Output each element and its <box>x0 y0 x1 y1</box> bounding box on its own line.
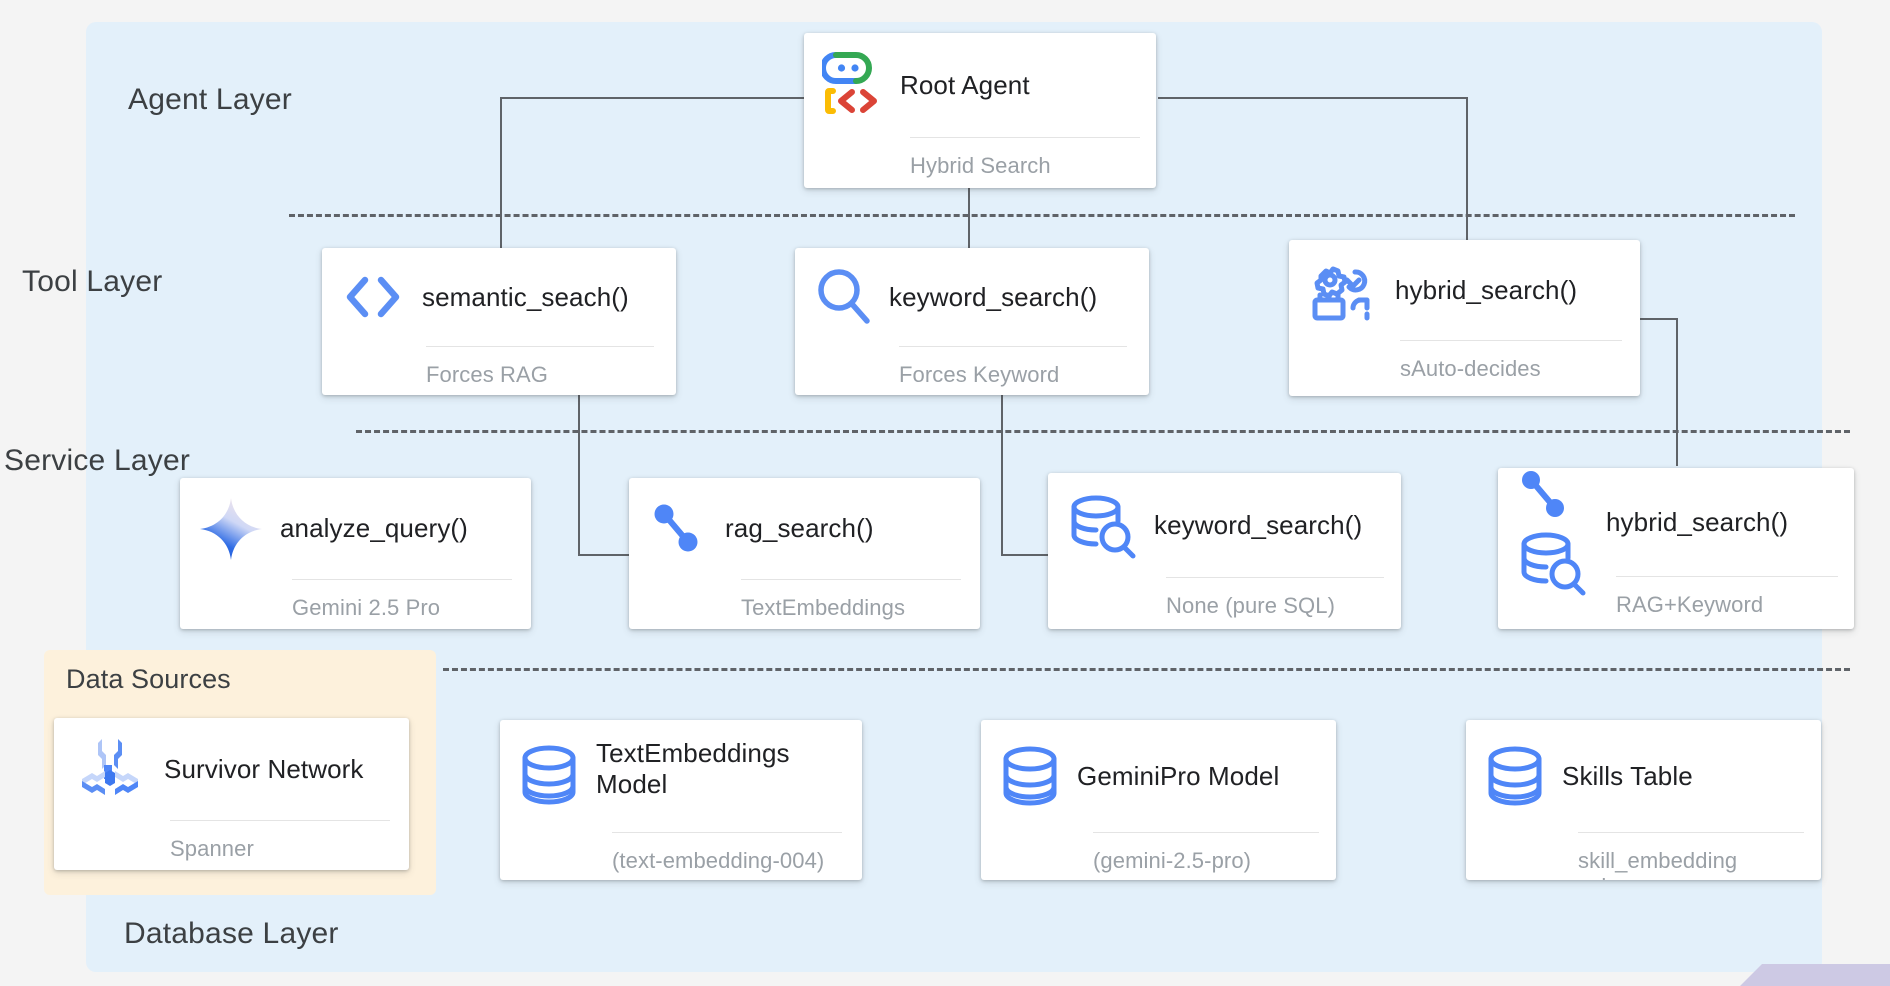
page-bottom-strip <box>0 972 1890 986</box>
card-subtitle: Gemini 2.5 Pro <box>292 595 441 620</box>
card-divider <box>899 346 1127 347</box>
card-title: GeminiPro Model <box>1077 760 1280 791</box>
card-service-keyword-search[interactable]: keyword_search() None (pure SQL) <box>1048 473 1401 629</box>
database-icon <box>1484 743 1546 809</box>
card-root-agent[interactable]: Root Agent Hybrid Search <box>804 33 1156 188</box>
layer-label-database: Database Layer <box>124 917 339 950</box>
card-title: rag_search() <box>725 513 874 544</box>
code-brackets-icon <box>340 272 406 322</box>
card-divider <box>1400 340 1622 341</box>
connector-semantic-to-rag-vertical <box>578 380 580 556</box>
card-subtitle: TextEmbeddings <box>741 595 906 620</box>
connector-root-to-keyword-vertical <box>968 188 970 250</box>
card-subtitle: skill_embedding column <box>1578 848 1738 880</box>
card-title: Skills Table <box>1562 760 1693 791</box>
card-subtitle: Spanner <box>170 836 254 861</box>
connector-keyword-to-keyword-horizontal <box>1001 554 1050 556</box>
gears-cluster-icon <box>1307 256 1379 324</box>
card-divider <box>1093 832 1319 833</box>
layer-divider-agent-tool <box>289 214 1795 217</box>
card-tool-semantic-search[interactable]: semantic_seach() Forces RAG <box>322 248 676 395</box>
card-divider <box>170 820 390 821</box>
connector-hybrid-to-hybrid-vertical <box>1676 318 1678 466</box>
connector-semantic-to-rag-horizontal <box>578 554 630 556</box>
layer-label-service: Service Layer <box>4 444 191 477</box>
card-db-survivor-network[interactable]: Survivor Network Spanner <box>54 718 409 870</box>
connector-keyword-to-keyword-vertical <box>1001 380 1003 556</box>
node-link-icon <box>647 498 709 560</box>
card-title: semantic_seach() <box>422 281 629 312</box>
magnifier-icon <box>813 266 873 328</box>
card-divider <box>612 832 842 833</box>
card-subtitle: Forces RAG <box>426 362 549 387</box>
node-link-database-search-icon <box>1516 468 1590 603</box>
card-db-skills-table[interactable]: Skills Table skill_embedding column <box>1466 720 1821 880</box>
card-service-rag-search[interactable]: rag_search() TextEmbeddings <box>629 478 980 629</box>
layer-label-tool: Tool Layer <box>22 265 163 298</box>
database-icon <box>518 742 580 808</box>
database-icon <box>999 743 1061 809</box>
connector-root-to-semantic-vertical <box>500 97 502 250</box>
card-service-analyze-query[interactable]: analyze_query() Gemini 2.5 Pro <box>180 478 531 629</box>
card-title: TextEmbeddings Model <box>596 738 790 799</box>
connector-root-to-semantic-horizontal <box>500 97 820 99</box>
data-sources-label: Data Sources <box>66 664 231 694</box>
card-divider <box>426 346 654 347</box>
google-adk-agent-icon <box>822 49 884 121</box>
card-divider <box>1578 832 1804 833</box>
layer-label-agent: Agent Layer <box>128 83 292 116</box>
card-title: hybrid_search() <box>1395 274 1578 305</box>
card-subtitle: sAuto-decides <box>1400 356 1541 381</box>
card-divider <box>292 579 512 580</box>
card-db-textembeddings-model[interactable]: TextEmbeddings Model (text-embedding-004… <box>500 720 862 880</box>
connector-root-to-hybrid-vertical <box>1466 97 1468 250</box>
card-service-hybrid-search[interactable]: hybrid_search() RAG+Keyword <box>1498 468 1854 629</box>
connector-root-to-hybrid-horizontal <box>1158 97 1468 99</box>
card-tool-hybrid-search[interactable]: hybrid_search() sAuto-decides <box>1289 240 1640 396</box>
card-divider <box>1166 577 1384 578</box>
layer-divider-service-database <box>443 668 1850 671</box>
card-divider <box>1616 576 1838 577</box>
card-divider <box>741 579 961 580</box>
card-tool-keyword-search[interactable]: keyword_search() Forces Keyword <box>795 248 1149 395</box>
spanner-wrench-icon <box>72 733 148 805</box>
card-title: Survivor Network <box>164 753 364 784</box>
card-title: analyze_query() <box>280 513 468 544</box>
gemini-sparkle-icon <box>198 496 264 562</box>
connector-hybrid-to-hybrid-horizontal <box>1640 318 1678 320</box>
card-subtitle: Hybrid Search <box>910 153 1051 178</box>
card-title: Root Agent <box>900 69 1030 100</box>
card-subtitle: None (pure SQL) <box>1166 593 1336 618</box>
card-subtitle: (text-embedding-004) <box>612 848 825 873</box>
card-title: hybrid_search() <box>1606 506 1789 537</box>
card-subtitle: Forces Keyword <box>899 362 1060 387</box>
database-search-icon <box>1066 490 1138 560</box>
card-divider <box>910 137 1140 138</box>
layer-divider-tool-service <box>356 430 1850 433</box>
card-title: keyword_search() <box>1154 509 1363 540</box>
card-title: keyword_search() <box>889 281 1098 312</box>
card-subtitle: (gemini-2.5-pro) <box>1093 848 1252 873</box>
corner-artifact <box>1740 964 1890 986</box>
card-db-geminipro-model[interactable]: GeminiPro Model (gemini-2.5-pro) <box>981 720 1336 880</box>
card-subtitle: RAG+Keyword <box>1616 592 1764 617</box>
